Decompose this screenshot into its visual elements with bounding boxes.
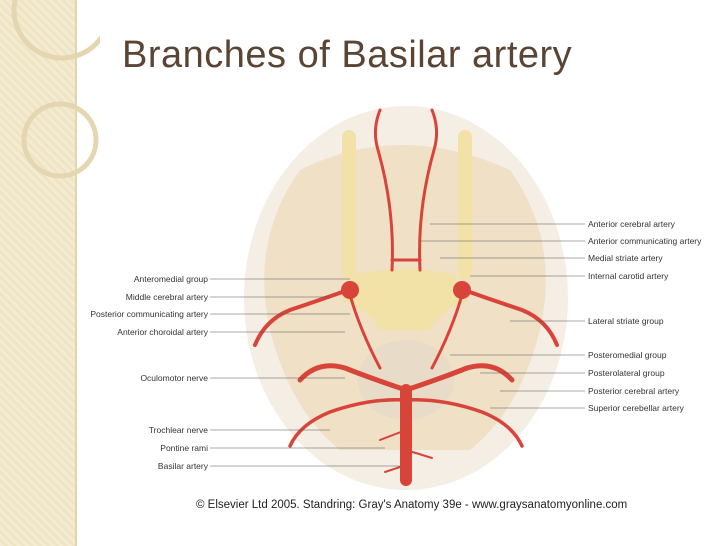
right-internal-carotid xyxy=(453,281,471,299)
label-anterior-communicating-artery: Anterior communicating artery xyxy=(588,236,702,246)
right-leader-lines xyxy=(420,223,585,409)
left-internal-carotid xyxy=(341,281,359,299)
decorative-side-strip xyxy=(0,0,75,546)
decorative-rings xyxy=(11,0,100,179)
label-posteromedial-group: Posteromedial group xyxy=(588,350,667,360)
label-oculomotor-nerve: Oculomotor nerve xyxy=(140,373,208,383)
slide-title: Branches of Basilar artery xyxy=(122,34,573,76)
left-leader-lines xyxy=(210,278,400,467)
label-trochlear-nerve: Trochlear nerve xyxy=(149,425,208,435)
left-labels: Anteromedial group Middle cerebral arter… xyxy=(90,274,208,471)
right-olfactory-tract xyxy=(458,130,472,280)
label-superior-cerebellar-artery: Superior cerebellar artery xyxy=(588,403,685,413)
left-olfactory-tract xyxy=(342,130,356,280)
image-credit: © Elsevier Ltd 2005. Standring: Gray's A… xyxy=(196,499,628,511)
optic-chiasm xyxy=(342,268,468,330)
label-anteromedial-group: Anteromedial group xyxy=(134,274,208,284)
label-internal-carotid-artery: Internal carotid artery xyxy=(588,271,669,281)
label-posterior-cerebral-artery: Posterior cerebral artery xyxy=(588,386,680,396)
label-medial-striate-artery: Medial striate artery xyxy=(588,253,663,263)
label-anterior-choroidal-artery: Anterior choroidal artery xyxy=(117,327,208,337)
label-basilar-artery: Basilar artery xyxy=(158,461,209,471)
label-pontine-rami: Pontine rami xyxy=(160,443,208,453)
label-middle-cerebral-artery: Middle cerebral artery xyxy=(126,292,209,302)
right-labels: Anterior cerebral artery Anterior commun… xyxy=(588,219,702,413)
label-anterior-cerebral-artery: Anterior cerebral artery xyxy=(588,219,676,229)
side-divider xyxy=(75,0,77,546)
label-lateral-striate-group: Lateral striate group xyxy=(588,316,664,326)
label-posterolateral-group: Posterolateral group xyxy=(588,368,665,378)
label-posterior-communicating-artery: Posterior communicating artery xyxy=(90,309,208,319)
